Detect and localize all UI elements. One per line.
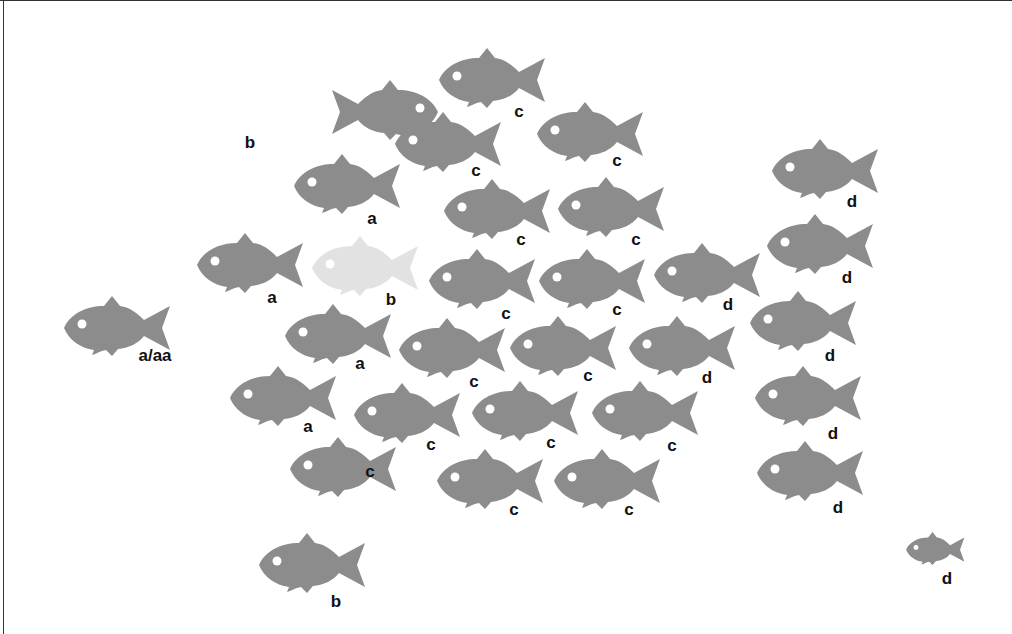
fish	[395, 112, 501, 172]
fish	[757, 441, 863, 501]
fish-label: a	[303, 418, 312, 435]
fish	[592, 381, 698, 441]
fish	[197, 233, 303, 293]
odd-fish	[312, 236, 418, 296]
fish	[354, 383, 460, 443]
fish	[290, 437, 396, 497]
fish	[429, 249, 535, 309]
fish	[294, 154, 400, 214]
fish-label: d	[842, 269, 852, 286]
fish	[285, 304, 391, 364]
fish-label: d	[833, 499, 843, 516]
fish-label: b	[331, 593, 341, 610]
frame-line	[3, 0, 4, 634]
fish	[437, 449, 543, 509]
fish	[399, 318, 505, 378]
fish-label: c	[546, 434, 555, 451]
fish	[558, 177, 664, 237]
fish-label: c	[426, 436, 435, 453]
fish-label: c	[612, 152, 621, 169]
fish-label: d	[723, 296, 733, 313]
fish-label: a	[367, 210, 376, 227]
fish-label: d	[702, 369, 712, 386]
fish-label: c	[667, 437, 676, 454]
fish-label: c	[471, 162, 480, 179]
fish	[510, 316, 616, 376]
fish	[629, 316, 735, 376]
fish	[767, 214, 873, 274]
fish-group	[64, 48, 964, 593]
fish	[472, 381, 578, 441]
fish-label: d	[828, 425, 838, 442]
fish-label: c	[514, 103, 523, 120]
fish-label: c	[612, 301, 621, 318]
fish-label: c	[509, 501, 518, 518]
fish-label: c	[501, 305, 510, 322]
fish	[444, 179, 550, 239]
fish	[554, 449, 660, 509]
fish	[259, 533, 365, 593]
fish	[750, 291, 856, 351]
fish-label: b	[245, 134, 255, 151]
fish-label: d	[847, 193, 857, 210]
frame-line	[0, 0, 1012, 1]
fish-label: a	[355, 355, 364, 372]
fish	[755, 366, 861, 426]
fish-label: a	[267, 289, 276, 306]
fish	[230, 366, 336, 426]
small-fish	[906, 532, 964, 565]
fish-label: b	[386, 291, 396, 308]
fish	[537, 102, 643, 162]
fish	[772, 139, 878, 199]
fish	[539, 249, 645, 309]
fish-label: c	[516, 231, 525, 248]
fish-label: c	[469, 373, 478, 390]
fish	[654, 243, 760, 303]
fish-label: c	[365, 463, 374, 480]
fish-label: c	[624, 501, 633, 518]
fish-label: a/aa	[138, 347, 171, 364]
fish	[439, 48, 545, 108]
fish-label: c	[583, 367, 592, 384]
fish-label: d	[825, 347, 835, 364]
fish-label: d	[942, 570, 952, 587]
fish-label: c	[631, 231, 640, 248]
